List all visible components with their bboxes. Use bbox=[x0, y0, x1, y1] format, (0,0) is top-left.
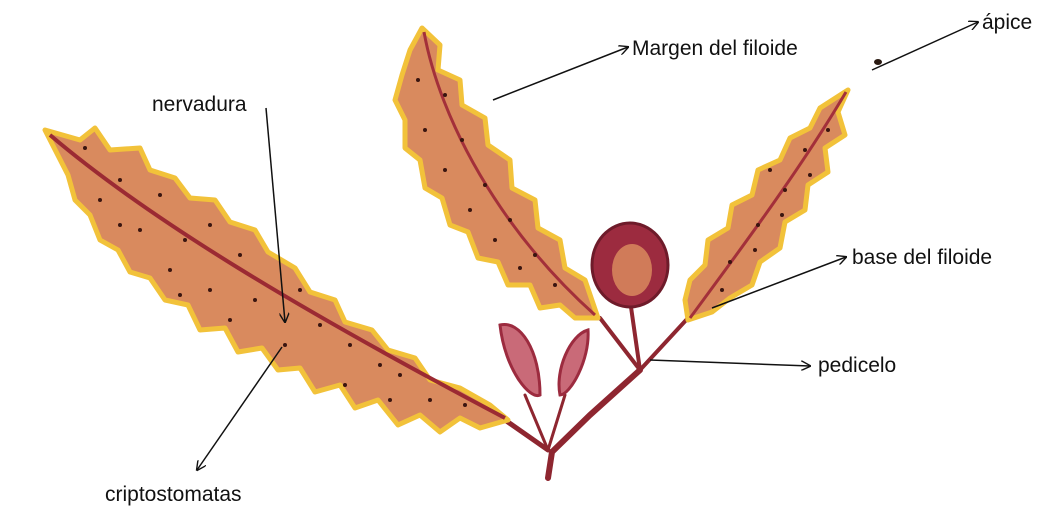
phyllode-right bbox=[685, 90, 848, 320]
label-margen-del-filoide: Margen del filoide bbox=[632, 38, 798, 59]
label-criptostomatas: criptostomatas bbox=[105, 484, 242, 505]
label-pedicelo: pedicelo bbox=[818, 355, 896, 376]
arrow-criptostomatas bbox=[197, 347, 282, 470]
stem-to-right-leaf bbox=[640, 318, 688, 370]
phyllode-right-blade bbox=[685, 90, 848, 320]
fruit-pod bbox=[592, 223, 668, 307]
apex-mark bbox=[874, 59, 882, 65]
flower-buds bbox=[500, 324, 588, 395]
arrow-apice bbox=[872, 22, 978, 70]
label-base-del-filoide: base del filoide bbox=[852, 247, 992, 268]
arrow-margen bbox=[493, 47, 628, 100]
arrow-pedicelo bbox=[650, 360, 810, 366]
label-apice: ápice bbox=[982, 12, 1032, 33]
label-nervadura: nervadura bbox=[152, 94, 247, 115]
